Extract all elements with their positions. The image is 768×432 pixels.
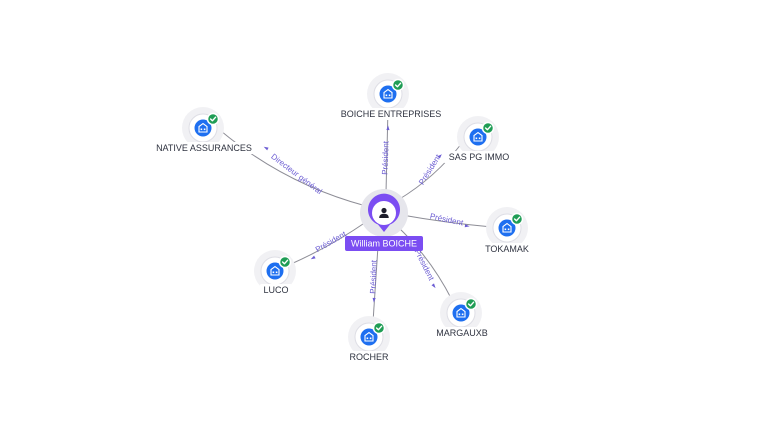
center-label-box <box>345 236 423 251</box>
edge-arrow-icon <box>464 224 470 228</box>
edge-role-label: Président <box>413 248 437 283</box>
verified-check-icon <box>391 78 405 92</box>
edge-arrow-icon <box>431 283 436 289</box>
edge-line <box>396 225 453 301</box>
verified-check-icon <box>464 297 478 311</box>
nodes-layer: BOICHE ENTREPRISES SAS PG IMMO TOKAMAK MARG… <box>151 73 532 363</box>
edge-arrow-icon <box>386 125 390 131</box>
building-icon <box>270 265 280 276</box>
company-label-boiche-entreprises: BOICHE ENTREPRISES <box>335 108 447 120</box>
building-icon <box>473 131 483 142</box>
label-box <box>434 327 490 339</box>
verified-check-icon <box>278 255 292 269</box>
company-node-tokamak[interactable]: TOKAMAK <box>482 207 532 255</box>
edge-arrow-icon <box>263 146 269 151</box>
building-icon <box>456 307 466 318</box>
edge-role-label: Président <box>368 259 378 294</box>
company-name: TOKAMAK <box>485 244 529 254</box>
company-label-tokamak: TOKAMAK <box>482 243 532 255</box>
company-name: NATIVE ASSURANCES <box>156 143 252 153</box>
edge-line <box>290 221 367 265</box>
company-node-native-assurances[interactable]: NATIVE ASSURANCES <box>151 107 257 154</box>
company-node-boiche-entreprises[interactable]: BOICHE ENTREPRISES <box>335 73 447 120</box>
company-name: LUCO <box>263 285 288 295</box>
company-node-margauxb[interactable]: MARGAUXB <box>434 292 490 339</box>
edge-role-label: Président <box>314 229 348 254</box>
edge-role-label: Président <box>417 152 443 186</box>
edge-arrow-icon <box>437 154 442 159</box>
center-label: William BOICHE <box>351 239 417 249</box>
verified-check-icon <box>481 121 495 135</box>
company-label-rocher: ROCHER <box>347 351 391 363</box>
label-box <box>259 284 293 296</box>
label-box <box>443 151 515 163</box>
person-icon <box>379 207 389 218</box>
edge-line <box>397 142 463 201</box>
company-label-luco: LUCO <box>259 284 293 296</box>
company-label-sas-pg-immo: SAS PG IMMO <box>443 151 515 163</box>
building-icon <box>198 122 208 133</box>
verified-check-icon <box>372 321 386 335</box>
label-box <box>151 142 257 154</box>
verified-check-icon <box>206 112 220 126</box>
edge-arrow-icon <box>372 297 376 303</box>
edge-tokamak: Président <box>401 212 493 228</box>
company-label-margauxb: MARGAUXB <box>434 327 490 339</box>
label-box <box>335 108 447 120</box>
company-node-luco[interactable]: LUCO <box>254 250 296 296</box>
building-icon <box>502 222 512 233</box>
company-name: BOICHE ENTREPRISES <box>341 109 442 119</box>
edge-role-label: Président <box>380 140 390 175</box>
edge-role-label: Directeur général <box>269 152 324 196</box>
company-name: ROCHER <box>349 352 389 362</box>
building-icon <box>364 331 374 342</box>
edge-line <box>401 214 493 228</box>
label-box <box>482 243 532 255</box>
edge-role-label: Président <box>429 212 465 228</box>
company-node-sas-pg-immo[interactable]: SAS PG IMMO <box>443 116 515 163</box>
company-label-native-assurances: NATIVE ASSURANCES <box>151 142 257 154</box>
company-node-rocher[interactable]: ROCHER <box>347 316 391 363</box>
company-name: MARGAUXB <box>436 328 488 338</box>
label-box <box>347 351 391 363</box>
edge-arrow-icon <box>310 255 316 260</box>
company-name: SAS PG IMMO <box>449 152 510 162</box>
center-person-node[interactable]: William BOICHE <box>345 189 423 251</box>
verified-check-icon <box>510 212 524 226</box>
edge-boiche-entreprises: Président <box>380 107 391 194</box>
building-icon <box>383 88 393 99</box>
